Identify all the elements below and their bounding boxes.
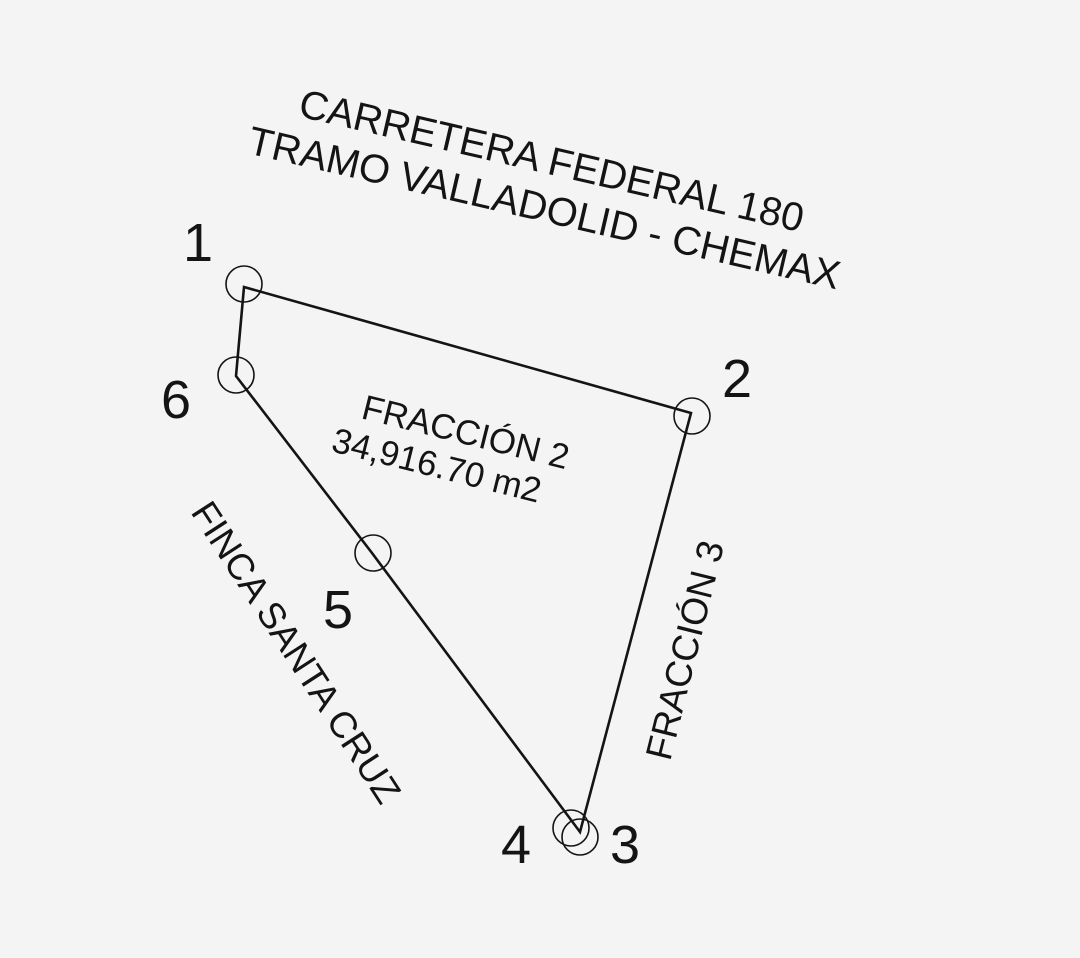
vertex-marker-4 [552, 809, 590, 847]
vertex-marker-1 [225, 265, 263, 303]
vertex-number-6: 6 [161, 370, 191, 430]
vertex-marker-5 [354, 534, 392, 572]
neighbor-label-west: FINCA SANTA CRUZ [183, 494, 408, 811]
parcel-boundary [234, 285, 693, 835]
vertex-marker-6 [217, 356, 255, 394]
vertex-markers [217, 265, 711, 856]
vertex-number-3: 3 [610, 815, 640, 875]
vertex-number-4: 4 [501, 815, 531, 875]
vertex-marker-2 [673, 397, 711, 435]
vertex-marker-3 [561, 818, 599, 856]
parcel-label: FRACCIÓN 2 34,916.70 m2 [328, 388, 573, 511]
neighbor-label-east: FRACCIÓN 3 [638, 537, 732, 764]
road-label: CARRETERA FEDERAL 180 TRAMO VALLADOLID -… [244, 82, 844, 298]
vertex-numbers: 1 2 3 4 5 6 [161, 213, 752, 875]
vertex-number-2: 2 [722, 349, 752, 409]
vertex-number-1: 1 [183, 213, 213, 273]
vertex-number-5: 5 [323, 580, 353, 640]
